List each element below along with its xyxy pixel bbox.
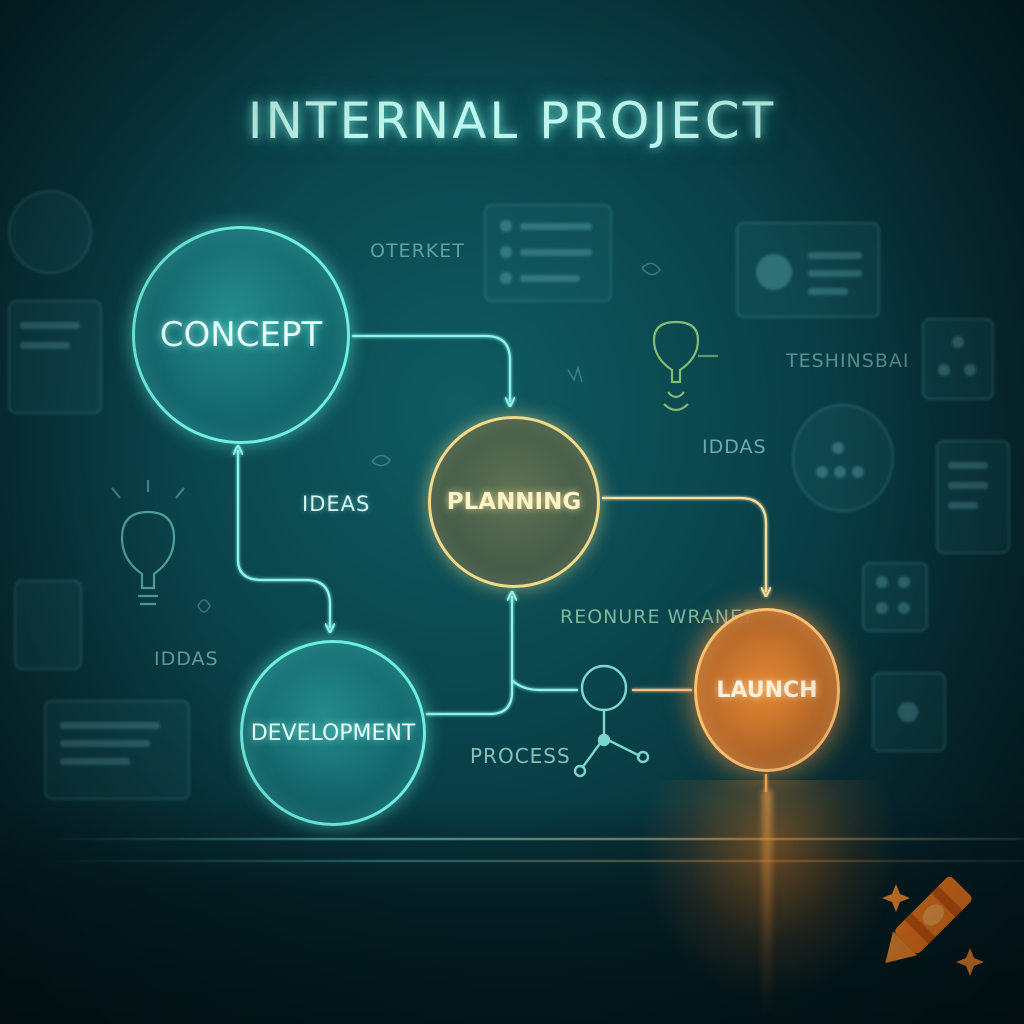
connector-concept-development — [236, 559, 330, 628]
label-iddas-left: IDDAS — [154, 648, 219, 670]
background-panel — [736, 222, 880, 318]
background-panel — [484, 204, 612, 302]
crayon-logo-icon — [882, 876, 984, 976]
connector-planning-launch — [602, 496, 766, 592]
node-concept: CONCEPT — [132, 226, 350, 444]
node-development-label: DEVELOPMENT — [250, 720, 416, 746]
floor-highlight-line — [40, 860, 1024, 862]
label-reonure: REONURE WRANE? — [560, 606, 755, 628]
background-panel — [8, 190, 92, 274]
label-ideas: IDEAS — [302, 492, 371, 516]
launch-reflection — [762, 790, 772, 1020]
label-teshinsbai: TESHINSBAI — [786, 350, 910, 372]
node-planning: PLANNING — [428, 416, 600, 588]
lightbulb-icon — [652, 320, 718, 412]
connector-branch-process — [511, 679, 578, 692]
node-planning-label: PLANNING — [446, 489, 582, 515]
node-development: DEVELOPMENT — [240, 640, 426, 826]
background-panel — [44, 700, 190, 800]
process-node-icon — [573, 664, 650, 778]
label-oterket: OTERKET — [370, 240, 465, 262]
background-panel — [862, 562, 928, 632]
page-title: INTERNAL PROJECT — [247, 92, 777, 150]
connector-concept-planning — [352, 334, 510, 402]
background-panel — [14, 580, 82, 670]
floor-reflection — [0, 800, 1024, 1024]
background-panel — [872, 672, 946, 752]
node-concept-label: CONCEPT — [159, 315, 323, 355]
label-process: PROCESS — [470, 744, 571, 768]
background-panel — [792, 404, 894, 512]
connector-development-planning — [426, 596, 512, 716]
floor-highlight-line — [40, 838, 1024, 840]
label-iddas-right: IDDAS — [702, 436, 767, 458]
background-panel — [8, 300, 102, 414]
node-launch: LAUNCH — [694, 608, 840, 772]
lightbulb-icon — [111, 480, 185, 606]
background-panel — [922, 318, 994, 400]
background-panel — [936, 440, 1010, 554]
node-launch-label: LAUNCH — [716, 677, 818, 703]
